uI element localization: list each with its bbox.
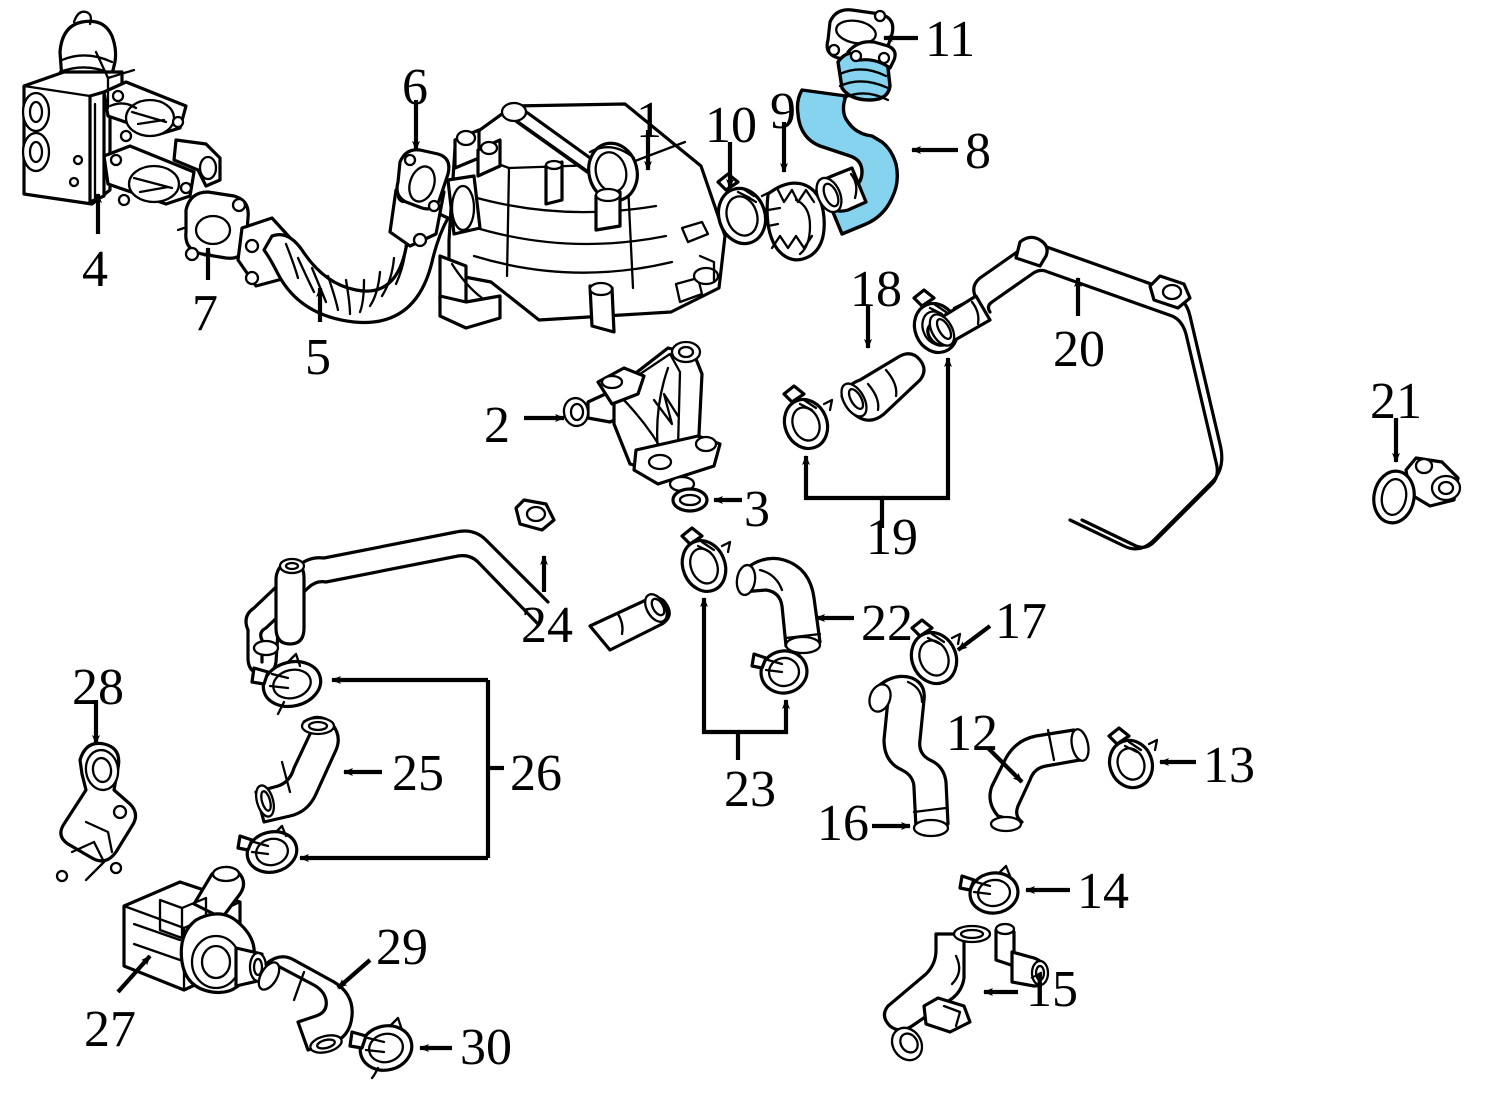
part-29-water-pump-outlet-hose <box>257 955 354 1054</box>
callout-label-25[interactable]: 25 <box>392 745 444 802</box>
callout-label-7[interactable]: 7 <box>192 285 218 342</box>
part-27-auxiliary-water-pump <box>122 865 268 995</box>
part-18-connector-hose-short <box>840 352 926 422</box>
callout-label-3[interactable]: 3 <box>744 481 770 538</box>
leader-17 <box>956 624 992 652</box>
part-6-egr-pipe-gasket-upper <box>395 148 451 213</box>
leader-19-right <box>882 357 952 501</box>
part-25-water-pump-hose <box>254 715 340 824</box>
part-4-egr-valve-cooler-module <box>21 10 222 207</box>
part-20-coolant-pipe-long <box>926 235 1462 551</box>
part-30-hose-clamp <box>348 1016 414 1080</box>
part-12-coolant-hose-short-bent <box>988 728 1090 833</box>
leader-lines <box>92 34 1400 1052</box>
part-17-hose-clamp <box>909 618 962 686</box>
part-21-o-ring-seal <box>1372 469 1416 525</box>
callout-label-17[interactable]: 17 <box>995 593 1047 650</box>
part-22-coolant-hose-elbow <box>735 556 822 655</box>
part-1-intake-manifold-egr-cooler-housing <box>438 101 727 334</box>
callout-label-19[interactable]: 19 <box>866 509 918 566</box>
leader-23-right <box>738 699 790 735</box>
callout-label-13[interactable]: 13 <box>1203 737 1255 794</box>
callout-label-23[interactable]: 23 <box>724 761 776 818</box>
part-10-hose-clamp <box>716 172 772 246</box>
part-9-hose-heat-shield-collar <box>765 181 826 262</box>
part-24-coolant-pipe-return <box>244 498 671 676</box>
leader-12 <box>986 746 1024 784</box>
callout-label-1[interactable]: 1 <box>636 92 662 149</box>
leader-27 <box>116 954 152 994</box>
part-26-hose-clamp-pair <box>236 652 323 874</box>
callout-label-2[interactable]: 2 <box>484 397 510 454</box>
part-3-o-ring-seal <box>671 487 709 513</box>
callout-label-20[interactable]: 20 <box>1053 321 1105 378</box>
part-14-hose-clamp <box>958 864 1020 915</box>
callout-label-12[interactable]: 12 <box>946 705 998 762</box>
part-16-coolant-hose-s-bend <box>868 674 950 838</box>
part-28-water-pump-mounting-bracket <box>55 741 138 883</box>
part-2-thermostat-housing-flange <box>562 340 722 493</box>
callout-label-15[interactable]: 15 <box>1026 961 1078 1018</box>
callout-label-18[interactable]: 18 <box>850 261 902 318</box>
callout-label-29[interactable]: 29 <box>376 919 428 976</box>
part-13-hose-clamp <box>1107 726 1159 790</box>
part-15-coolant-distribution-connector <box>882 922 1050 1062</box>
callout-label-14[interactable]: 14 <box>1077 863 1129 920</box>
callout-label-9[interactable]: 9 <box>770 83 796 140</box>
callout-label-4[interactable]: 4 <box>82 241 108 298</box>
callout-label-6[interactable]: 6 <box>402 59 428 116</box>
part-8-coolant-hose-highlighted <box>795 40 900 236</box>
leader-29 <box>336 958 372 990</box>
callout-label-27[interactable]: 27 <box>84 1001 136 1058</box>
part-23-hose-clamp-pair <box>680 526 809 695</box>
callout-label-8[interactable]: 8 <box>965 123 991 180</box>
callout-label-24[interactable]: 24 <box>521 597 573 654</box>
callout-label-26[interactable]: 26 <box>510 745 562 802</box>
callout-label-30[interactable]: 30 <box>460 1019 512 1076</box>
callout-label-5[interactable]: 5 <box>305 329 331 386</box>
callout-label-11[interactable]: 11 <box>925 11 976 68</box>
callout-label-16[interactable]: 16 <box>817 795 869 852</box>
callout-label-28[interactable]: 28 <box>72 659 124 716</box>
callout-label-22[interactable]: 22 <box>861 595 913 652</box>
callout-label-10[interactable]: 10 <box>705 97 757 154</box>
leader-23-left <box>700 597 741 760</box>
callout-label-21[interactable]: 21 <box>1370 373 1422 430</box>
leader-19-left <box>802 455 885 528</box>
